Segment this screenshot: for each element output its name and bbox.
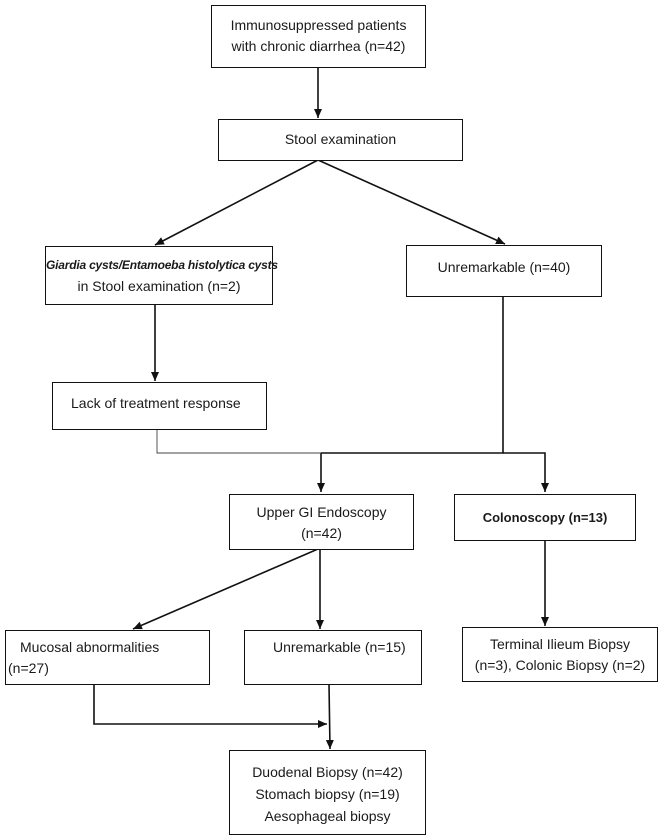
giardia-line1: Giardia cysts/Entamoeba histolytica cyst… [46, 258, 278, 272]
mucosal-line1: Mucosal abnormalities [20, 639, 160, 655]
connector-mucosal-to-biopsies [93, 684, 327, 728]
connector-lack-to-merge [156, 429, 321, 454]
biopsies-box: Duodenal Biopsy (n=42) Stomach biopsy (n… [229, 750, 426, 835]
giardia-line2: in Stool examination (n=2) [77, 278, 241, 294]
unremarkable-stool-label: Unremarkable (n=40) [437, 259, 571, 275]
terminal-line2: (n=3), Colonic Biopsy (n=2) [474, 657, 646, 673]
terminal-ileum-box: Terminal Ilieum Biopsy (n=3), Colonic Bi… [462, 627, 658, 682]
terminal-line1: Terminal Ilieum Biopsy [489, 636, 631, 652]
colonoscopy-label: Colonoscopy [482, 510, 566, 525]
upper-gi-line2: (n=42) [301, 525, 342, 541]
arrow-merge-to-colonoscopy [503, 452, 549, 492]
colonoscopy-box: Colonoscopy (n=13) [454, 494, 636, 541]
arrow-stool-to-giardia [154, 159, 319, 246]
stool-exam-label: Stool examination [284, 131, 397, 147]
arrow-unremarkable-to-biopsies [325, 683, 334, 750]
arrow-upper-gi-to-mucosal [132, 548, 319, 630]
start-box: Immunosuppressed patients with chronic d… [211, 5, 426, 68]
mucosal-box: Mucosal abnormalities (n=27) [5, 630, 210, 685]
lack-response-box: Lack of treatment response [52, 382, 267, 430]
start-line1: Immunosuppressed patients [230, 17, 407, 33]
connector-unremarkable-down [321, 297, 504, 454]
giardia-box: Giardia cysts/Entamoeba histolytica cyst… [45, 246, 278, 305]
biopsies-line1: Duodenal Biopsy (n=42) [252, 764, 403, 780]
colonoscopy-count: (n=13) [568, 510, 608, 525]
biopsies-line2: Stomach biopsy (n=19) [255, 786, 400, 802]
unremarkable-stool-box: Unremarkable (n=40) [406, 245, 602, 297]
biopsies-line3: Aesophageal biopsy [264, 808, 391, 824]
unremarkable-endo-box: Unremarkable (n=15) [244, 630, 422, 685]
mucosal-line2: (n=27) [8, 660, 49, 676]
stool-exam-box: Stool examination [218, 119, 463, 161]
arrow-stool-to-unremarkable [317, 159, 506, 245]
upper-gi-box: Upper GI Endoscopy (n=42) [229, 494, 414, 550]
unremarkable-endo-label: Unremarkable (n=15) [273, 639, 406, 655]
upper-gi-line1: Upper GI Endoscopy [256, 504, 387, 520]
lack-response-label: Lack of treatment response [71, 395, 241, 411]
start-line2: with chronic diarrhea (n=42) [231, 38, 406, 54]
